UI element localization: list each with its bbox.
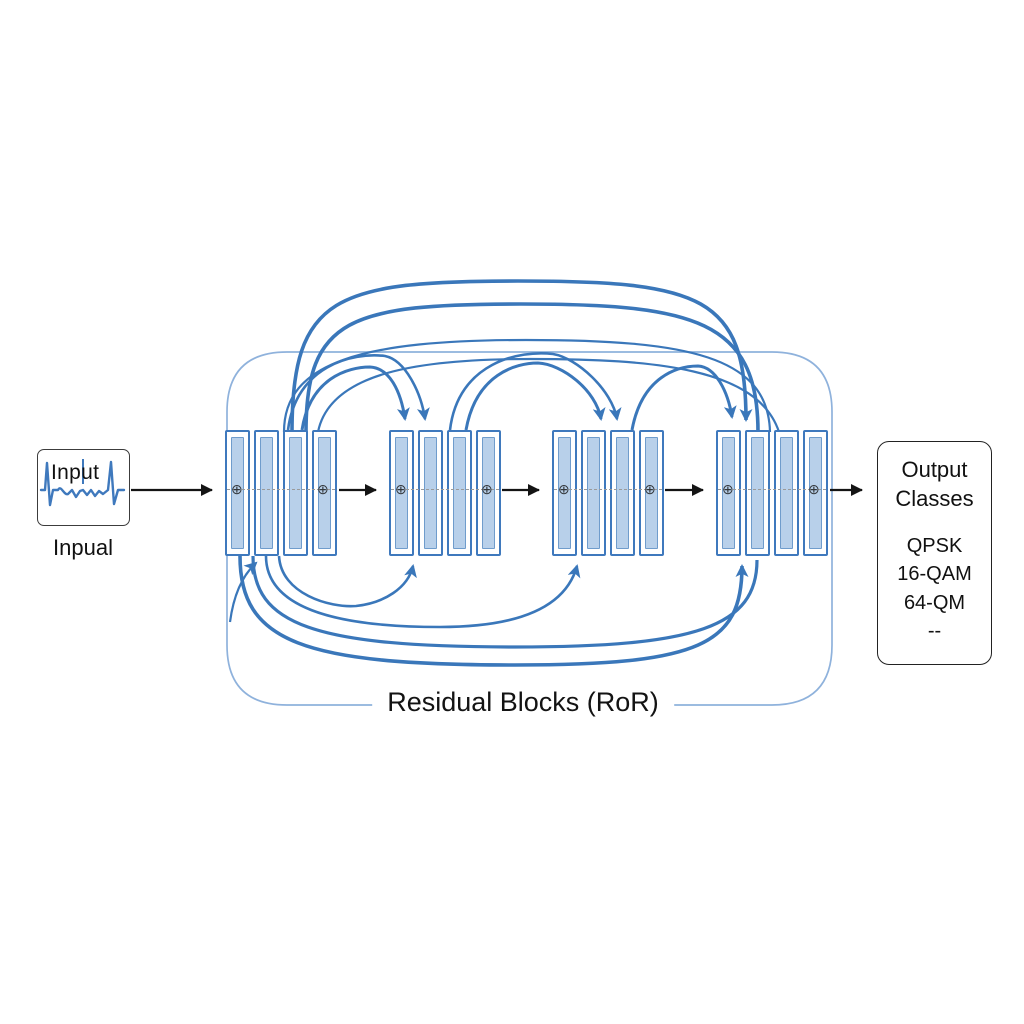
skip-arc-bottom-b3 <box>264 555 581 629</box>
residual-midline <box>718 489 826 490</box>
output-class-item: 16-QAM <box>897 563 972 586</box>
skip-arc-top-long-4 <box>316 357 781 433</box>
conv-bar-fill <box>318 437 331 549</box>
conv-bar-fill <box>260 437 273 549</box>
add-icon: ⊕ <box>558 481 570 497</box>
conv-bar <box>389 430 414 556</box>
output-classes-box: Output Classes QPSK 16-QAM 64-QM -- <box>877 441 992 665</box>
conv-bar <box>745 430 770 556</box>
conv-bar <box>639 430 664 556</box>
add-icon: ⊕ <box>481 481 493 497</box>
skip-arc-top-b1-b2-a <box>300 365 410 431</box>
ror-container-outline <box>226 351 833 706</box>
add-icon: ⊕ <box>722 481 734 497</box>
skip-arc-top-long-3 <box>282 338 772 433</box>
skip-arc-top-b2-b3-a <box>464 361 606 431</box>
conv-bar-fill <box>809 437 822 549</box>
residual-block-group-1: ⊕ ⊕ <box>225 430 337 556</box>
output-class-item: QPSK <box>906 535 963 558</box>
skip-arc-bottom-b2 <box>277 555 417 608</box>
add-icon: ⊕ <box>231 481 243 497</box>
ror-container-label: Residual Blocks (RoR) <box>372 687 674 718</box>
conv-bar-fill <box>558 437 571 549</box>
input-box: Input <box>37 449 130 526</box>
conv-bar <box>418 430 443 556</box>
residual-block-group-3: ⊕ ⊕ <box>552 430 664 556</box>
conv-bar <box>283 430 308 556</box>
output-class-list: QPSK 16-QAM 64-QM -- <box>878 532 991 646</box>
add-icon: ⊕ <box>395 481 407 497</box>
residual-midline <box>227 489 335 490</box>
residual-block-group-4: ⊕ ⊕ <box>716 430 828 556</box>
conv-bar <box>716 430 741 556</box>
conv-bar-fill <box>395 437 408 549</box>
output-title: Output Classes <box>895 457 974 512</box>
output-class-item: 64-QM <box>903 591 966 614</box>
conv-bar-fill <box>780 437 793 549</box>
output-class-item: -- <box>927 620 942 643</box>
conv-bar-fill <box>482 437 495 549</box>
add-icon: ⊕ <box>317 481 329 497</box>
skip-arc-top-b1-b2-b <box>286 354 430 431</box>
residual-midline <box>554 489 662 490</box>
conv-bar <box>774 430 799 556</box>
conv-bar-fill <box>751 437 764 549</box>
conv-bar <box>803 430 828 556</box>
skip-arc-top-long-2 <box>304 302 760 433</box>
residual-block-group-2: ⊕ ⊕ <box>389 430 501 556</box>
conv-bar-fill <box>424 437 437 549</box>
conv-bar <box>225 430 250 556</box>
skip-arc-bottom-long-1 <box>238 555 749 667</box>
conv-bar <box>254 430 279 556</box>
conv-bar-fill <box>645 437 658 549</box>
conv-bar-fill <box>587 437 600 549</box>
skip-arc-top-b2-b3-b <box>448 352 622 431</box>
conv-bar <box>312 430 337 556</box>
conv-bar <box>447 430 472 556</box>
conv-bar-fill <box>231 437 244 549</box>
conv-bar <box>581 430 606 556</box>
input-waveform-icon <box>39 459 126 507</box>
conv-bar-fill <box>289 437 302 549</box>
skip-arc-top-long-1 <box>290 279 753 433</box>
conv-bar-fill <box>616 437 629 549</box>
add-icon: ⊕ <box>808 481 820 497</box>
conv-bar-fill <box>722 437 735 549</box>
skip-arc-bottom-b1 <box>228 561 258 623</box>
residual-midline <box>391 489 499 490</box>
conv-bar <box>610 430 635 556</box>
input-box-label: Input <box>51 461 100 484</box>
conv-bar <box>476 430 501 556</box>
add-icon: ⊕ <box>644 481 656 497</box>
input-caption: Inpual <box>53 535 113 560</box>
skip-arc-bottom-long-2 <box>251 555 759 649</box>
conv-bar-fill <box>453 437 466 549</box>
skip-arc-top-b3-b4 <box>630 364 737 431</box>
conv-bar <box>552 430 577 556</box>
